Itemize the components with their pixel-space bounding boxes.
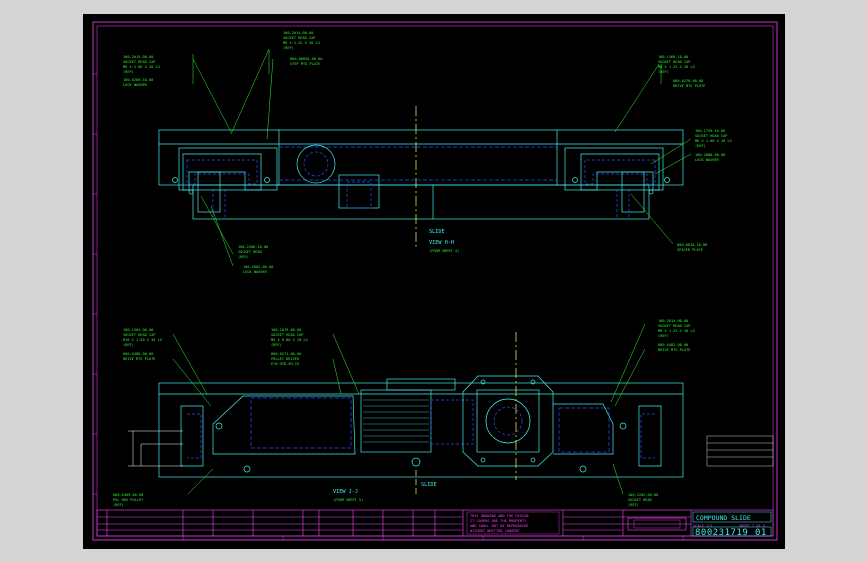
svg-text:(REF): (REF) — [113, 503, 124, 507]
svg-text:SOCKET HEAD: SOCKET HEAD — [628, 498, 652, 502]
view-jj-slide-tag: SLIDE — [421, 482, 437, 488]
svg-text:100-2002-00-00: 100-2002-00-00 — [243, 265, 273, 269]
svg-text:(REF): (REF) — [238, 255, 249, 259]
svg-text:DRIVE MTG PLATE: DRIVE MTG PLATE — [658, 348, 690, 352]
svg-text:800-0409-00-00: 800-0409-00-00 — [113, 493, 143, 497]
svg-text:SOCKET HEAD: SOCKET HEAD — [238, 250, 262, 254]
svg-text:IT COVERS ARE THE PROPERTY: IT COVERS ARE THE PROPERTY — [470, 519, 527, 523]
svg-text:M10 X 1.50 X 30 LG: M10 X 1.50 X 30 LG — [123, 338, 162, 342]
svg-text:SOCKET HEAD CAP: SOCKET HEAD CAP — [271, 333, 303, 337]
svg-text:100-2014-00-00: 100-2014-00-00 — [658, 319, 688, 323]
svg-text:100-2019-00-00: 100-2019-00-00 — [271, 328, 301, 332]
svg-text:800-0270-00-00: 800-0270-00-00 — [673, 79, 703, 83]
notes-table — [706, 435, 774, 467]
zone-ticks — [93, 73, 684, 540]
drawing-sheet: SHEET 7 OF 9 — [739, 524, 765, 528]
title-block-main: COMPOUND SLIDE SCALE 1/2 SHEET 7 OF 9 80… — [692, 511, 772, 538]
svg-text:M5 X 0.80 X 20 LG: M5 X 0.80 X 20 LG — [271, 338, 308, 342]
drawing-viewport[interactable]: 100-2014-00-00 SOCKET HEAD CAP M8 X 1.25… — [83, 14, 785, 549]
svg-text:100-2014-00-00: 100-2014-00-00 — [283, 31, 313, 35]
svg-text:M8 X 1.25 X 30 LG: M8 X 1.25 X 30 LG — [283, 41, 320, 45]
svg-text:THIS DRAWING AND THE DESIGN: THIS DRAWING AND THE DESIGN — [470, 514, 528, 518]
svg-text:100-1749-10-00: 100-1749-10-00 — [695, 129, 725, 133]
svg-text:DRIVE MTG PLATE: DRIVE MTG PLATE — [673, 84, 705, 88]
view-hh-subtitle: (FROM SHEET 4) — [429, 249, 459, 253]
title-block-notes: THIS DRAWING AND THE DESIGN IT COVERS AR… — [466, 511, 560, 535]
svg-text:100-0260-10-00: 100-0260-10-00 — [123, 78, 153, 82]
view-jj-callouts — [172, 323, 646, 495]
svg-text:M6 X 1.00 X 16 LG: M6 X 1.00 X 16 LG — [695, 139, 732, 143]
svg-text:800-0018-10-00: 800-0018-10-00 — [677, 243, 707, 247]
svg-text:100-2208-10-00: 100-2208-10-00 — [238, 245, 268, 249]
view-hh-title: VIEW H-H — [429, 240, 454, 246]
svg-text:(REF): (REF) — [271, 343, 282, 347]
svg-text:M6 X 1.00 X 20 LG: M6 X 1.00 X 20 LG — [123, 65, 160, 69]
drawing-canvas: 100-2014-00-00 SOCKET HEAD CAP M8 X 1.25… — [92, 21, 778, 541]
border-frame — [92, 21, 778, 541]
svg-text:100-2202-00-00: 100-2202-00-00 — [628, 493, 658, 497]
svg-text:SOCKET HEAD CAP: SOCKET HEAD CAP — [658, 60, 690, 64]
svg-text:PULLEY DRIVER: PULLEY DRIVER — [271, 357, 300, 361]
drawing-number: 800231719 — [695, 528, 748, 538]
svg-text:M8 X 1.25 X 30 LG: M8 X 1.25 X 30 LG — [658, 329, 695, 333]
svg-text:LOCK WASHER: LOCK WASHER — [123, 83, 148, 87]
svg-text:SOCKET HEAD CAP: SOCKET HEAD CAP — [123, 333, 155, 337]
svg-text:P/N HTD-5M-15: P/N HTD-5M-15 — [271, 362, 299, 366]
svg-text:(REF): (REF) — [628, 503, 639, 507]
svg-text:PUL BRG PULLEY: PUL BRG PULLEY — [113, 498, 144, 502]
svg-text:100-1460-10-00: 100-1460-10-00 — [658, 55, 688, 59]
svg-text:100-2000-00-00: 100-2000-00-00 — [695, 153, 725, 157]
svg-text:SPACER PLATE: SPACER PLATE — [677, 248, 703, 252]
svg-text:800-0271-00-00: 800-0271-00-00 — [271, 352, 301, 356]
title-block — [96, 509, 774, 537]
drawing-scale: SCALE 1/2 — [693, 524, 712, 528]
svg-text:800-0482-00-00: 800-0482-00-00 — [658, 343, 688, 347]
svg-text:(REF): (REF) — [695, 144, 706, 148]
view-jj-callout-text: 100-1564-00-00 SOCKET HEAD CAP M10 X 1.5… — [113, 319, 695, 507]
drawing-revision: 01 — [755, 528, 767, 538]
view-hh-slide-tag: SLIDE — [429, 229, 445, 235]
view-jj-title: VIEW J-J — [333, 489, 358, 495]
view-hh-drawing — [158, 106, 684, 250]
drawing-title: COMPOUND SLIDE — [696, 514, 751, 522]
svg-text:800-00028-00-00: 800-00028-00-00 — [290, 57, 322, 61]
view-hh-callouts — [192, 48, 692, 267]
svg-text:800-0480-00-00: 800-0480-00-00 — [123, 352, 153, 356]
view-jj-drawing — [158, 332, 684, 494]
svg-text:WITHOUT WRITTEN CONSENT: WITHOUT WRITTEN CONSENT — [470, 529, 521, 533]
svg-text:SOCKET HEAD CAP: SOCKET HEAD CAP — [658, 324, 690, 328]
svg-text:STEP MTG PLATE: STEP MTG PLATE — [290, 62, 320, 66]
svg-text:100-2019-00-00: 100-2019-00-00 — [123, 55, 153, 59]
svg-text:M8 X 1.25 X 20 LG: M8 X 1.25 X 20 LG — [658, 65, 695, 69]
view-jj-dimensions — [128, 430, 183, 467]
svg-text:100-1564-00-00: 100-1564-00-00 — [123, 328, 153, 332]
svg-text:LOCK WASHER: LOCK WASHER — [695, 158, 720, 162]
title-block-logo — [627, 517, 687, 531]
svg-text:DRIVE MTG PLATE: DRIVE MTG PLATE — [123, 357, 155, 361]
svg-text:SOCKET HEAD CAP: SOCKET HEAD CAP — [123, 60, 155, 64]
svg-text:(REF): (REF) — [658, 334, 669, 338]
svg-text:(REF): (REF) — [123, 343, 134, 347]
svg-text:AND SHALL NOT BE REPRODUCED: AND SHALL NOT BE REPRODUCED — [470, 524, 528, 528]
view-jj-subtitle: (FROM SHEET 5) — [333, 498, 363, 502]
view-hh-callout-text: 100-2014-00-00 SOCKET HEAD CAP M8 X 1.25… — [123, 31, 732, 274]
view-hh-label: SLIDE VIEW H-H (FROM SHEET 4) — [429, 229, 459, 253]
svg-text:LOCK WASHER: LOCK WASHER — [243, 270, 268, 274]
svg-text:(REF): (REF) — [283, 46, 294, 50]
svg-text:(REF): (REF) — [658, 70, 669, 74]
svg-text:SOCKET HEAD CAP: SOCKET HEAD CAP — [695, 134, 727, 138]
svg-text:(REF): (REF) — [123, 70, 134, 74]
svg-text:SOCKET HEAD CAP: SOCKET HEAD CAP — [283, 36, 315, 40]
view-jj-label: SLIDE VIEW J-J (FROM SHEET 5) — [333, 482, 437, 502]
